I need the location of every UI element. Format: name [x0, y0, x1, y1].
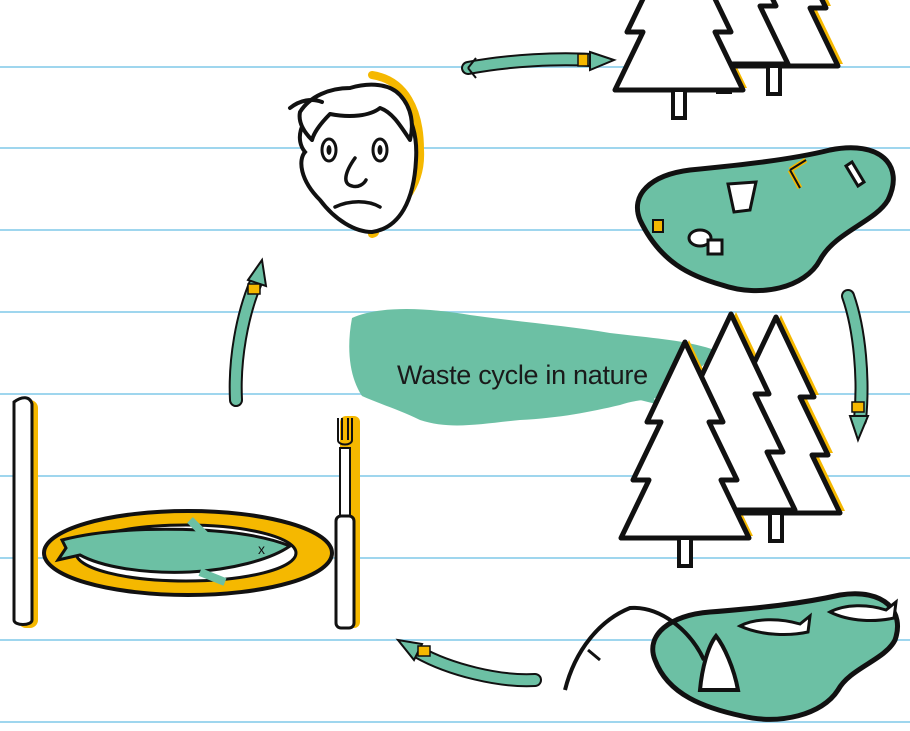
plate-fish-cutlery-icon: x — [14, 398, 360, 628]
arrow-left-icon — [398, 640, 535, 680]
worried-face-icon — [290, 75, 420, 234]
arrow-right-icon — [468, 52, 614, 78]
arrow-up-icon — [236, 260, 266, 400]
arrow-down-icon — [848, 296, 868, 440]
diagram-title: Waste cycle in nature — [397, 360, 648, 391]
svg-text:x: x — [258, 541, 265, 557]
forest-lake-litter-icon — [615, 0, 893, 291]
